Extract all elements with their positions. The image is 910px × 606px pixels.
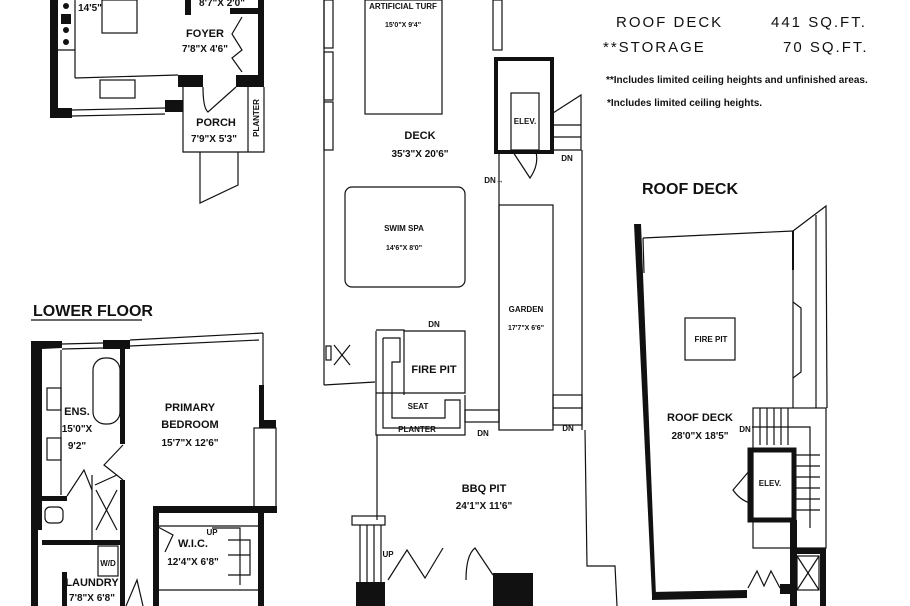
deck-level-plan: ARTIFICIAL TURF 15'0"X 9'4" DECK 35'3"X … (323, 0, 618, 606)
roof-deck-label: ROOF DECK (667, 412, 733, 424)
roof-deck-plan: ROOF DECK FIRE PIT ROOF DECK 28'0"X 18'5… (634, 181, 828, 606)
bbq-pit-label: BBQ PIT (462, 483, 507, 495)
bedroom-label-2: BEDROOM (161, 419, 218, 431)
bbq-pit-dimensions: 24'1"X 11'6" (456, 501, 513, 512)
swim-spa-label: SWIM SPA (384, 224, 424, 233)
foyer-dimensions: 7'8"X 4'6" (182, 44, 228, 55)
laundry-label: LAUNDRY (65, 577, 119, 589)
turf-dimensions: 15'0"X 9'4" (385, 22, 421, 29)
main-floor-plan: 14'5" 8'7"X 2'0" FOYER 7'8"X 4'6" PORCH … (50, 0, 265, 204)
lower-floor-title: LOWER FLOOR (33, 303, 153, 320)
deck-stair-dn-label: DN (561, 154, 573, 163)
wic-label: W.I.C. (178, 538, 208, 550)
area-row-value: 441 SQ.FT. (771, 14, 867, 31)
wic-dimensions: 12'4"X 6'8" (167, 557, 219, 568)
deck-dimensions: 35'3"X 20'6" (391, 149, 448, 160)
planter-label: PLANTER (398, 425, 436, 434)
area-row-label: **STORAGE (603, 39, 706, 56)
roof-elevator-label: ELEV. (759, 479, 781, 488)
porch-dimensions: 7'9"X 5'3" (191, 134, 237, 145)
laundry-dimensions: 7'8"X 6'8" (69, 593, 115, 604)
roof-deck-dimensions: 28'0"X 18'5" (671, 431, 728, 442)
area-row-value: 70 SQ.FT. (783, 39, 869, 56)
fire-pit-label: FIRE PIT (411, 364, 457, 376)
roof-dn-label: DN (739, 425, 751, 434)
lower-floor-plan: LOWER FLOOR ENS. 15'0"X (31, 303, 277, 606)
turf-label: ARTIFICIAL TURF (369, 2, 437, 11)
fire-pit-dn-label: DN (428, 320, 440, 329)
deck-label: DECK (404, 130, 435, 142)
deck-elevator-label: ELEV. (514, 117, 536, 126)
area-table: ROOF DECK 441 SQ.FT. **STORAGE 70 SQ.FT.… (603, 14, 869, 109)
area-note: **Includes limited ceiling heights and u… (606, 75, 868, 86)
wic-up-label: UP (206, 528, 218, 537)
roof-fire-pit-label: FIRE PIT (695, 335, 728, 344)
bbq-up-label: UP (382, 550, 394, 559)
bedroom-label-1: PRIMARY (165, 402, 216, 414)
area-note: *Includes limited ceiling heights. (607, 98, 762, 109)
washer-dryer-label: W/D (100, 559, 116, 568)
kitchen-dimensions: 14'5" (78, 3, 102, 14)
ensuite-dimensions-1: 15'0"X (62, 424, 93, 435)
foyer-label: FOYER (186, 28, 224, 40)
dn-label-2: DN (562, 424, 574, 433)
deck-dn-arrow-label: DN→ (484, 176, 504, 185)
porch-planter-label: PLANTER (252, 99, 261, 137)
area-row-label: ROOF DECK (616, 14, 723, 31)
roof-deck-title: ROOF DECK (642, 181, 738, 198)
closet-dimensions: 8'7"X 2'0" (199, 0, 245, 9)
bedroom-dimensions: 15'7"X 12'6" (161, 438, 218, 449)
garden-dimensions: 17'7"X 6'6" (508, 325, 544, 332)
dn-label-1: DN (477, 429, 489, 438)
ensuite-dimensions-2: 9'2" (68, 441, 87, 452)
seat-label: SEAT (408, 402, 429, 411)
ensuite-label: ENS. (64, 406, 90, 418)
porch-label: PORCH (196, 117, 236, 129)
swim-spa-dimensions: 14'6"X 8'0" (386, 245, 422, 252)
garden-label: GARDEN (509, 305, 544, 314)
